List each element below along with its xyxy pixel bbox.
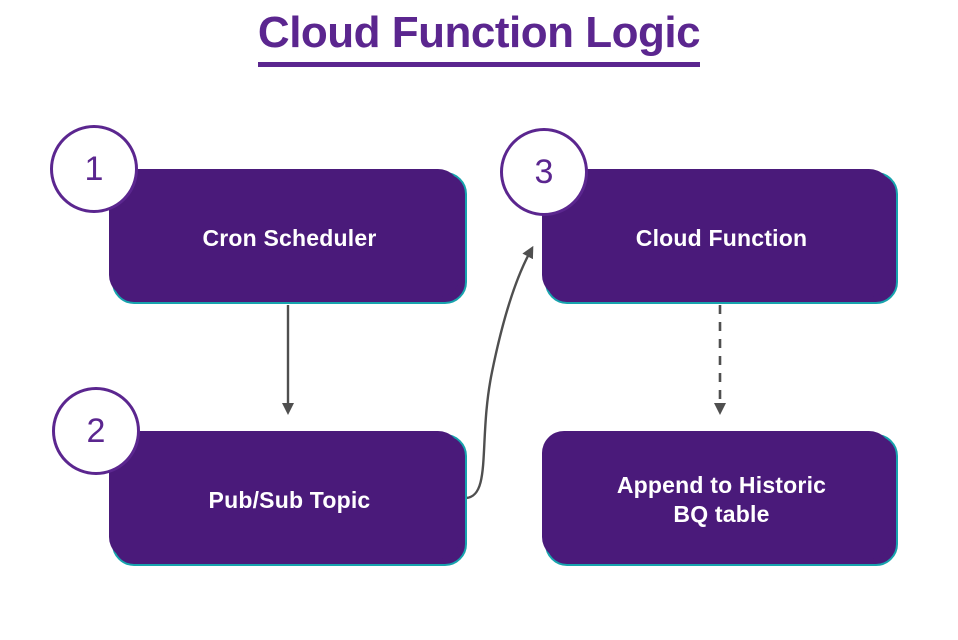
- node-cron-scheduler-label: Cron Scheduler: [202, 224, 377, 251]
- step-badge-3: 3: [500, 128, 588, 216]
- page-title-container: Cloud Function Logic: [0, 8, 958, 67]
- step-badge-3-number: 3: [534, 152, 554, 191]
- step-badge-1: 1: [50, 125, 138, 213]
- node-append-to-historic-bq-table[interactable]: Append to Historic BQ table: [542, 431, 898, 566]
- step-badge-2-number: 2: [86, 411, 106, 450]
- step-badge-1-number: 1: [84, 149, 104, 188]
- node-cloud-function-label: Cloud Function: [635, 224, 808, 251]
- node-pubsub-topic[interactable]: Pub/Sub Topic: [109, 431, 467, 566]
- node-cron-scheduler[interactable]: Cron Scheduler: [109, 169, 467, 304]
- node-pubsub-topic-label: Pub/Sub Topic: [208, 486, 371, 513]
- step-badge-2: 2: [52, 387, 140, 475]
- page-title: Cloud Function Logic: [257, 8, 701, 67]
- connector-pubsub-to-function: [465, 245, 534, 500]
- node-cloud-function[interactable]: Cloud Function: [542, 169, 898, 304]
- node-append-to-historic-bq-table-label: Append to Historic BQ table: [616, 472, 827, 527]
